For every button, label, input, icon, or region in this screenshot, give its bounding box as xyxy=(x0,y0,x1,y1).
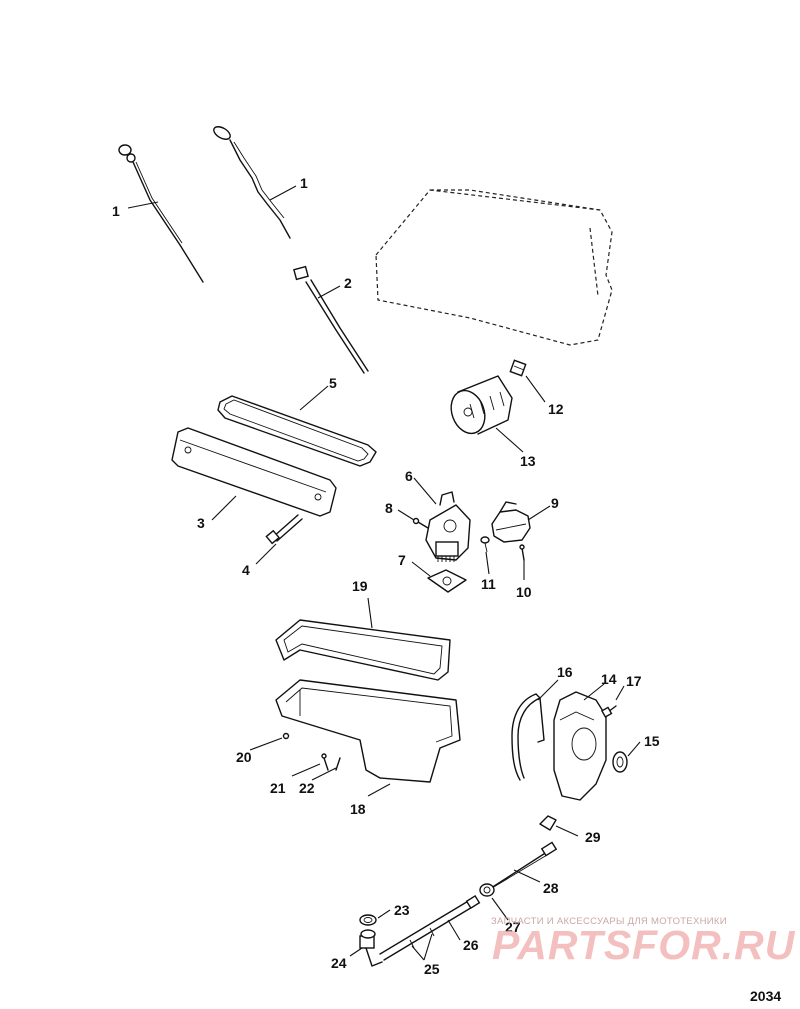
callout-19: 19 xyxy=(352,578,368,594)
part-screw-10 xyxy=(519,544,525,561)
leader-lines xyxy=(127,185,641,961)
part-pump-gasket xyxy=(427,569,467,593)
part-washer-23 xyxy=(359,914,377,926)
callout-8: 8 xyxy=(385,500,393,516)
part-valve-cover-gasket xyxy=(217,395,377,467)
part-valve-cover xyxy=(171,427,337,517)
part-dipstick-right xyxy=(213,126,291,239)
callout-24: 24 xyxy=(331,955,347,971)
watermark-logo: PARTSFOR.RU xyxy=(492,922,796,968)
part-bolt-4 xyxy=(265,514,303,545)
callout-1-right: 1 xyxy=(300,175,308,191)
part-dipstick-left xyxy=(118,144,204,283)
part-fastener-22 xyxy=(335,757,341,771)
part-rod-28 xyxy=(487,841,558,891)
part-seal-15 xyxy=(612,751,628,773)
callout-14: 14 xyxy=(601,671,617,687)
callout-25: 25 xyxy=(424,961,440,977)
part-oil-pan-gasket xyxy=(275,619,451,681)
callout-26: 26 xyxy=(463,937,479,953)
part-bolt-17 xyxy=(600,705,617,718)
part-timing-cover xyxy=(553,691,607,801)
callout-7: 7 xyxy=(398,552,406,568)
callout-9: 9 xyxy=(551,495,559,511)
callout-12: 12 xyxy=(548,401,564,417)
part-oil-filter xyxy=(450,375,513,435)
callout-20: 20 xyxy=(236,749,252,765)
callout-23: 23 xyxy=(394,902,410,918)
callout-5: 5 xyxy=(329,375,337,391)
callout-4: 4 xyxy=(242,562,250,578)
callout-18: 18 xyxy=(350,801,366,817)
callout-3: 3 xyxy=(197,515,205,531)
callout-1-left: 1 xyxy=(112,203,120,219)
part-rope-seal xyxy=(511,693,545,781)
figure-number: 2034 xyxy=(750,988,782,1004)
part-clip-29 xyxy=(539,815,557,831)
callout-28: 28 xyxy=(543,880,559,896)
callout-2: 2 xyxy=(344,275,352,291)
part-oil-pump xyxy=(425,491,471,562)
part-bracket-25 xyxy=(409,927,435,949)
callout-10: 10 xyxy=(516,584,532,600)
part-screw-8 xyxy=(412,517,429,529)
part-fitting-12 xyxy=(509,359,527,377)
part-oil-pan xyxy=(275,679,461,783)
callout-6: 6 xyxy=(405,468,413,484)
watermark-tagline: ЗАПЧАСТИ И АКСЕССУАРЫ ДЛЯ МОТОТЕХНИКИ xyxy=(491,916,727,927)
part-pickup-screen xyxy=(491,501,531,543)
callout-15: 15 xyxy=(644,733,660,749)
part-shaft-26 xyxy=(379,894,481,961)
callout-21: 21 xyxy=(270,780,286,796)
part-fitting-24 xyxy=(359,929,383,967)
callout-17: 17 xyxy=(626,673,642,689)
callout-13: 13 xyxy=(520,453,536,469)
engine-block-outline xyxy=(375,189,613,346)
part-fastener-21 xyxy=(321,753,329,771)
part-washer-27 xyxy=(479,883,495,897)
callout-16: 16 xyxy=(557,664,573,680)
part-fastener-20 xyxy=(282,732,290,740)
callout-labels: 1 1 2 3 4 5 6 7 8 9 10 11 12 13 14 15 16… xyxy=(112,175,660,977)
callout-27: 27 xyxy=(505,919,521,935)
part-clip-11 xyxy=(480,536,490,553)
part-dipstick-tube xyxy=(293,265,369,374)
callout-29: 29 xyxy=(585,829,601,845)
callout-11: 11 xyxy=(481,576,496,592)
callout-22: 22 xyxy=(299,780,315,796)
